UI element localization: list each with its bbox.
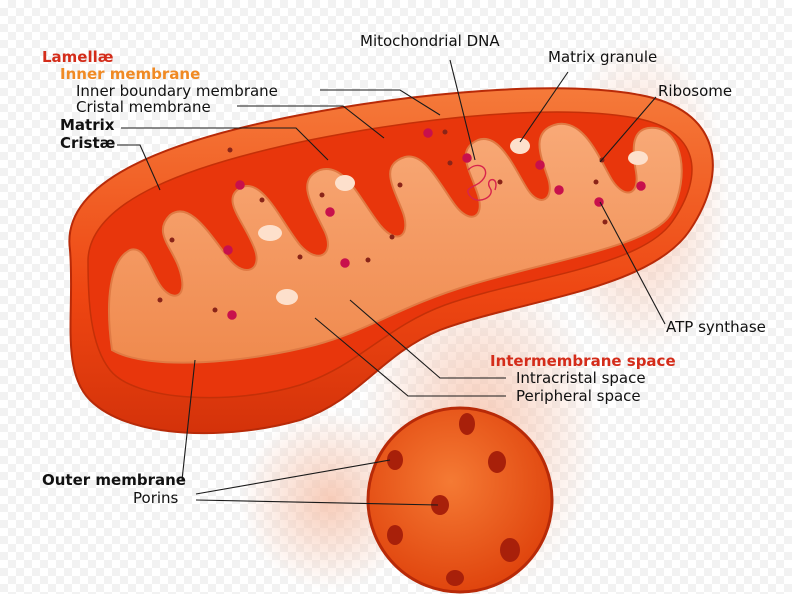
porin-icon bbox=[446, 570, 464, 586]
label-matrix: Matrix bbox=[60, 116, 115, 134]
label-matrix-granule: Matrix granule bbox=[548, 48, 657, 66]
label-cristal-membrane: Cristal membrane bbox=[76, 98, 211, 116]
label-porins: Porins bbox=[133, 489, 179, 507]
label-atp-synthase: ATP synthase bbox=[666, 318, 766, 336]
porin-icon bbox=[387, 525, 403, 545]
label-cristae: Cristæ bbox=[60, 134, 115, 152]
porin-icon bbox=[500, 538, 520, 562]
porin-cross-section bbox=[368, 408, 552, 592]
porin-icon bbox=[459, 413, 475, 435]
label-ribosome: Ribosome bbox=[658, 82, 732, 100]
label-peripheral-space: Peripheral space bbox=[516, 387, 641, 405]
label-lamellae: Lamellæ bbox=[42, 48, 113, 66]
label-mitochondrial-dna: Mitochondrial DNA bbox=[360, 32, 500, 50]
label-intermembrane-space: Intermembrane space bbox=[490, 352, 676, 370]
label-inner-membrane: Inner membrane bbox=[60, 65, 200, 83]
porin-icon bbox=[488, 451, 506, 473]
label-outer-membrane: Outer membrane bbox=[42, 471, 186, 489]
label-intracristal-space: Intracristal space bbox=[516, 369, 646, 387]
